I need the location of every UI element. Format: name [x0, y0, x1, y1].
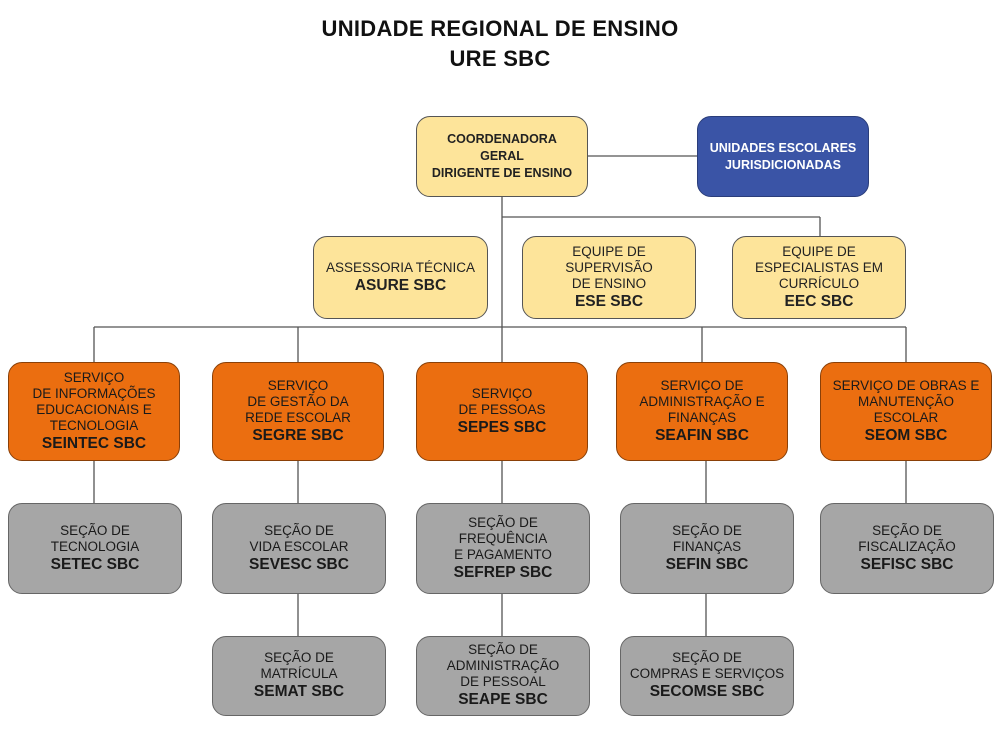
node-setec: SEÇÃO DE TECNOLOGIA SETEC SBC [8, 503, 182, 594]
node-sepes: SERVIÇO DE PESSOAS SEPES SBC [416, 362, 588, 461]
node-abbreviation: SETEC SBC [50, 555, 140, 573]
node-abbreviation: SEGRE SBC [252, 426, 344, 444]
node-label: SEÇÃO DE FISCALIZAÇÃO [858, 522, 956, 554]
chart-title: UNIDADE REGIONAL DE ENSINO [321, 16, 679, 41]
node-abbreviation: SEFIN SBC [665, 555, 749, 573]
node-label: COORDENADORA GERAL DIRIGENTE DE ENSINO [431, 132, 573, 180]
node-label: SEÇÃO DE ADMINISTRAÇÃO DE PESSOAL [446, 642, 560, 689]
node-label: SERVIÇO DE PESSOAS [458, 385, 546, 417]
node-abbreviation: ESE SBC [574, 292, 644, 310]
node-abbreviation: SEOM SBC [864, 426, 948, 444]
node-label: SEÇÃO DE FINANÇAS [672, 522, 742, 554]
node-seape: SEÇÃO DE ADMINISTRAÇÃO DE PESSOAL SEAPE … [416, 636, 590, 716]
node-sefisc: SEÇÃO DE FISCALIZAÇÃO SEFISC SBC [820, 503, 994, 594]
node-label: SEÇÃO DE TECNOLOGIA [50, 522, 140, 554]
node-abbreviation: SEPES SBC [457, 418, 547, 436]
node-seafin: SERVIÇO DE ADMINISTRAÇÃO E FINANÇAS SEAF… [616, 362, 788, 461]
node-label: EQUIPE DE SUPERVISÃO DE ENSINO [565, 243, 653, 291]
node-label: SEÇÃO DE COMPRAS E SERVIÇOS [629, 650, 785, 681]
node-abbreviation: SEMAT SBC [253, 683, 345, 700]
node-eec: EQUIPE DE ESPECIALISTAS EM CURRÍCULO EEC… [732, 236, 906, 319]
node-abbreviation: SEAPE SBC [458, 691, 548, 708]
node-abbreviation: ASURE SBC [354, 276, 447, 294]
node-sefin: SEÇÃO DE FINANÇAS SEFIN SBC [620, 503, 794, 594]
node-coordenadora-geral: COORDENADORA GERAL DIRIGENTE DE ENSINO [416, 116, 588, 197]
node-asure: ASSESSORIA TÉCNICA ASURE SBC [313, 236, 488, 319]
node-segre: SERVIÇO DE GESTÃO DA REDE ESCOLAR SEGRE … [212, 362, 384, 461]
node-semat: SEÇÃO DE MATRÍCULA SEMAT SBC [212, 636, 386, 716]
node-sevesc: SEÇÃO DE VIDA ESCOLAR SEVESC SBC [212, 503, 386, 594]
node-ese: EQUIPE DE SUPERVISÃO DE ENSINO ESE SBC [522, 236, 696, 319]
node-label: SERVIÇO DE GESTÃO DA REDE ESCOLAR [245, 377, 351, 425]
node-label: SEÇÃO DE FREQUÊNCIA E PAGAMENTO [454, 514, 552, 562]
node-label: SERVIÇO DE INFORMAÇÕES EDUCACIONAIS E TE… [32, 369, 156, 433]
node-abbreviation: SECOMSE SBC [649, 683, 765, 700]
node-label: EQUIPE DE ESPECIALISTAS EM CURRÍCULO [754, 243, 884, 291]
node-abbreviation: EEC SBC [784, 292, 854, 310]
node-sefrep: SEÇÃO DE FREQUÊNCIA E PAGAMENTO SEFREP S… [416, 503, 590, 594]
node-label: SERVIÇO DE ADMINISTRAÇÃO E FINANÇAS [639, 377, 765, 425]
node-abbreviation: SEINTEC SBC [41, 434, 147, 452]
node-label: UNIDADES ESCOLARES JURISDICIONADAS [709, 140, 857, 172]
node-abbreviation: SEFREP SBC [453, 563, 553, 581]
node-label: SEÇÃO DE VIDA ESCOLAR [249, 522, 349, 554]
node-label: SERVIÇO DE OBRAS E MANUTENÇÃO ESCOLAR [832, 377, 980, 425]
node-label: ASSESSORIA TÉCNICA [325, 259, 476, 275]
node-abbreviation: SEVESC SBC [249, 555, 349, 573]
node-abbreviation: SEFISC SBC [860, 555, 954, 573]
node-unidades-escolares: UNIDADES ESCOLARES JURISDICIONADAS [697, 116, 869, 197]
node-abbreviation: SEAFIN SBC [655, 426, 749, 444]
node-seom: SERVIÇO DE OBRAS E MANUTENÇÃO ESCOLAR SE… [820, 362, 992, 461]
node-seintec: SERVIÇO DE INFORMAÇÕES EDUCACIONAIS E TE… [8, 362, 180, 461]
node-secomse: SEÇÃO DE COMPRAS E SERVIÇOS SECOMSE SBC [620, 636, 794, 716]
chart-subtitle: URE SBC [449, 46, 551, 71]
node-label: SEÇÃO DE MATRÍCULA [260, 650, 338, 681]
